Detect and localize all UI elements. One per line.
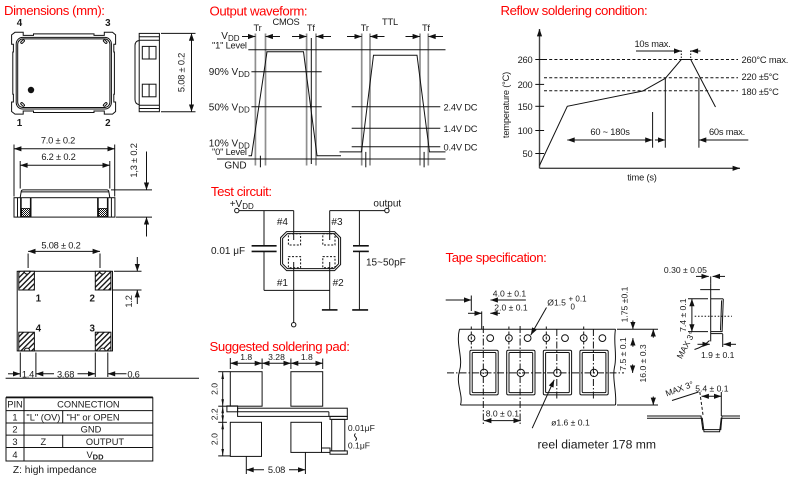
svg-text:0.01 μF: 0.01 μF bbox=[211, 246, 245, 257]
svg-text:260°C max.: 260°C max. bbox=[742, 55, 789, 65]
svg-text:100: 100 bbox=[518, 126, 533, 136]
svg-text:0: 0 bbox=[571, 303, 576, 312]
svg-text:2.2: 2.2 bbox=[210, 408, 220, 420]
svg-text:3: 3 bbox=[12, 437, 17, 447]
svg-text:1: 1 bbox=[12, 412, 17, 422]
svg-text:50: 50 bbox=[523, 149, 533, 159]
svg-text:7.5 ± 0.1: 7.5 ± 0.1 bbox=[618, 337, 628, 371]
svg-text:7.0 ± 0.2: 7.0 ± 0.2 bbox=[41, 136, 75, 146]
svg-text:#1: #1 bbox=[277, 278, 289, 289]
svg-text:10% VDD: 10% VDD bbox=[209, 138, 250, 150]
svg-text:2: 2 bbox=[105, 118, 111, 129]
svg-text:#2: #2 bbox=[333, 278, 345, 289]
svg-text:Dimensions (mm):: Dimensions (mm): bbox=[4, 3, 105, 18]
svg-text:"1" Level: "1" Level bbox=[212, 40, 247, 50]
svg-text:2.0 ± 0.1: 2.0 ± 0.1 bbox=[494, 302, 528, 312]
svg-text:"H" or OPEN: "H" or OPEN bbox=[67, 412, 120, 422]
svg-text:Reflow soldering condition:: Reflow soldering condition: bbox=[501, 3, 648, 18]
svg-text:GND: GND bbox=[224, 160, 246, 171]
svg-text:200: 200 bbox=[518, 80, 533, 90]
svg-text:60 ~ 180s: 60 ~ 180s bbox=[590, 127, 630, 137]
svg-text:1.4: 1.4 bbox=[22, 369, 34, 379]
svg-text:6.2 ± 0.2: 6.2 ± 0.2 bbox=[41, 152, 75, 162]
svg-text:Ø1.5: Ø1.5 bbox=[547, 298, 566, 308]
svg-text:1.8: 1.8 bbox=[240, 352, 252, 362]
svg-text:220 ±5°C: 220 ±5°C bbox=[742, 72, 780, 82]
svg-text:reel diameter 178 mm: reel diameter 178 mm bbox=[538, 438, 657, 452]
svg-text:10s max.: 10s max. bbox=[634, 39, 670, 49]
svg-text:1.4V DC: 1.4V DC bbox=[444, 124, 478, 134]
svg-text:GND: GND bbox=[81, 425, 102, 435]
svg-text:16.0 ± 0.3: 16.0 ± 0.3 bbox=[638, 344, 648, 382]
svg-text:+ 0.1: + 0.1 bbox=[569, 295, 588, 304]
svg-text:50% VDD: 50% VDD bbox=[209, 103, 250, 115]
svg-text:3: 3 bbox=[89, 323, 95, 334]
svg-text:260: 260 bbox=[518, 55, 533, 65]
svg-text:60s max.: 60s max. bbox=[709, 127, 745, 137]
svg-text:CMOS: CMOS bbox=[272, 17, 299, 27]
svg-text:0.30 ± 0.05: 0.30 ± 0.05 bbox=[664, 265, 707, 275]
svg-text:Tr: Tr bbox=[253, 23, 261, 33]
svg-text:1.8: 1.8 bbox=[301, 352, 313, 362]
svg-text:"0" Level: "0" Level bbox=[212, 147, 247, 157]
svg-text:5.08 ± 0.2: 5.08 ± 0.2 bbox=[176, 53, 186, 92]
svg-text:#3: #3 bbox=[331, 217, 343, 228]
svg-text:15~50pF: 15~50pF bbox=[366, 258, 406, 269]
svg-text:output: output bbox=[373, 199, 401, 210]
svg-text:OUTPUT: OUTPUT bbox=[86, 437, 125, 447]
svg-text:Suggested soldering pad:: Suggested soldering pad: bbox=[210, 339, 350, 354]
svg-text:90% VDD: 90% VDD bbox=[209, 67, 250, 79]
svg-text:VDD: VDD bbox=[221, 31, 239, 43]
svg-text:PIN: PIN bbox=[7, 400, 23, 410]
svg-text:2.4V DC: 2.4V DC bbox=[444, 102, 478, 112]
svg-text:4: 4 bbox=[17, 18, 23, 29]
svg-text:1.2: 1.2 bbox=[124, 295, 134, 307]
svg-text:1: 1 bbox=[17, 118, 23, 129]
svg-text:Tf: Tf bbox=[307, 23, 315, 33]
svg-text:3.68: 3.68 bbox=[57, 369, 74, 379]
svg-text:3: 3 bbox=[105, 18, 111, 29]
svg-text:temperature (°C): temperature (°C) bbox=[501, 72, 511, 138]
svg-text:150: 150 bbox=[518, 102, 533, 112]
svg-text:5.4 ± 0.1: 5.4 ± 0.1 bbox=[695, 383, 729, 393]
svg-text:time (s): time (s) bbox=[627, 173, 656, 183]
svg-text:VDD: VDD bbox=[86, 450, 104, 462]
svg-text:4: 4 bbox=[36, 323, 42, 334]
svg-text:0.01μF: 0.01μF bbox=[348, 423, 375, 433]
svg-text:0.4V DC: 0.4V DC bbox=[444, 142, 478, 152]
svg-text:0.6: 0.6 bbox=[127, 369, 139, 379]
svg-text:2.0: 2.0 bbox=[210, 383, 220, 395]
svg-text:1,3 ± 0.2: 1,3 ± 0.2 bbox=[129, 143, 139, 177]
svg-text:2: 2 bbox=[89, 293, 95, 304]
svg-text:Tape specification:: Tape specification: bbox=[446, 250, 547, 265]
svg-text:180 ±5°C: 180 ±5°C bbox=[742, 87, 780, 97]
svg-text:Z: Z bbox=[41, 437, 47, 447]
svg-text:Z: high impedance: Z: high impedance bbox=[13, 465, 97, 476]
svg-text:#4: #4 bbox=[277, 217, 289, 228]
svg-text:1.75 ±0.1: 1.75 ±0.1 bbox=[619, 286, 629, 322]
svg-text:Tf: Tf bbox=[422, 23, 430, 33]
svg-text:5.08: 5.08 bbox=[268, 465, 285, 475]
svg-text:7.4 ± 0.1: 7.4 ± 0.1 bbox=[678, 298, 688, 332]
svg-text:TTL: TTL bbox=[382, 17, 398, 27]
svg-text:ø1.6 ± 0.1: ø1.6 ± 0.1 bbox=[551, 418, 590, 428]
svg-text:1.9 ± 0.1: 1.9 ± 0.1 bbox=[701, 350, 735, 360]
svg-text:0.1μF: 0.1μF bbox=[348, 441, 370, 451]
svg-text:Output waveform:: Output waveform: bbox=[210, 4, 308, 19]
svg-text:8.0 ± 0.1: 8.0 ± 0.1 bbox=[486, 409, 520, 419]
svg-text:3.28: 3.28 bbox=[268, 352, 285, 362]
svg-text:1: 1 bbox=[36, 293, 42, 304]
svg-text:"L" (OV): "L" (OV) bbox=[26, 412, 60, 422]
svg-text:2.0: 2.0 bbox=[210, 433, 220, 445]
svg-text:Test circuit:: Test circuit: bbox=[211, 184, 272, 199]
svg-text:5.08 ± 0.2: 5.08 ± 0.2 bbox=[41, 240, 80, 250]
svg-text:2: 2 bbox=[12, 425, 17, 435]
svg-text:Tr: Tr bbox=[361, 23, 369, 33]
svg-text:4: 4 bbox=[12, 450, 17, 460]
svg-text:4.0 ± 0.1: 4.0 ± 0.1 bbox=[493, 289, 527, 299]
svg-text:CONNECTION: CONNECTION bbox=[57, 400, 120, 410]
